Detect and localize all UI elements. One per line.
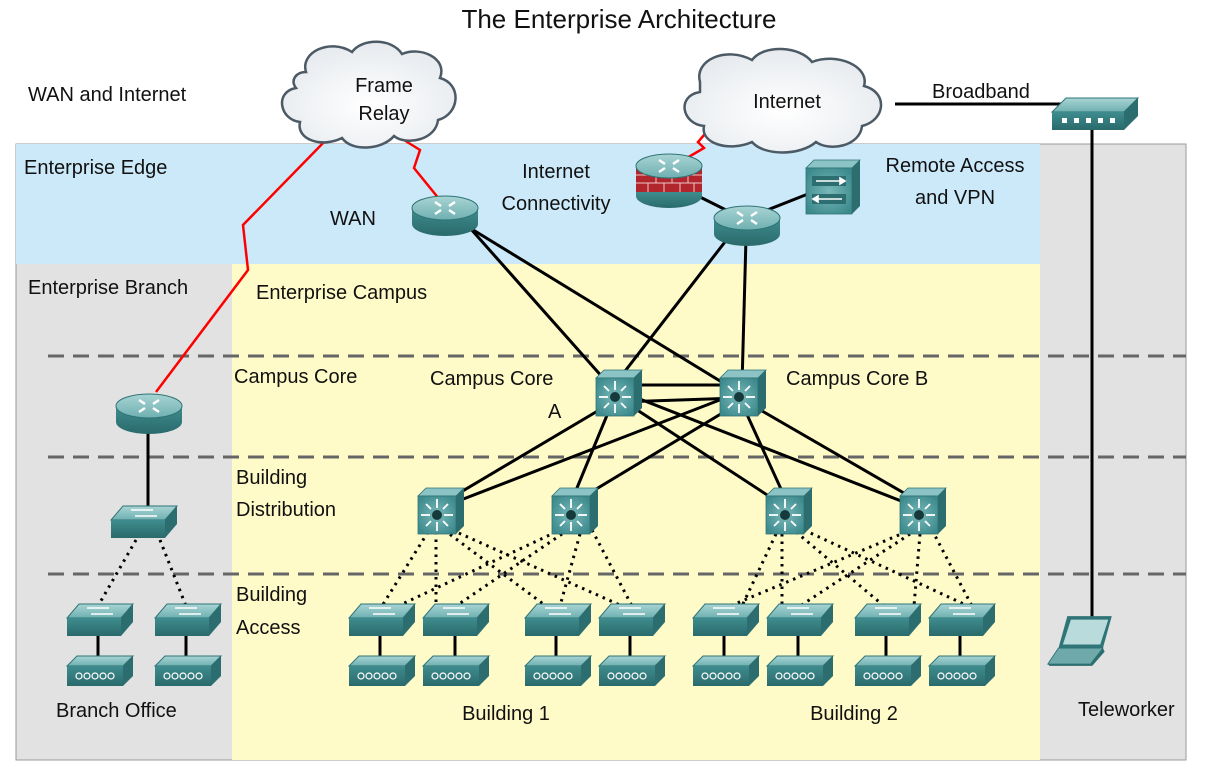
internet-cloud-label: Internet: [753, 91, 821, 113]
teleworker-label: Teleworker: [1078, 699, 1175, 721]
access-switch-icon: [854, 603, 922, 637]
branch-access-switch-icon: [154, 603, 222, 637]
branch-hub-icon: [66, 655, 134, 687]
enterprise-branch-zone-label: Enterprise Branch: [28, 277, 188, 299]
broadband-modem-icon: [1051, 97, 1139, 131]
access-switch-icon: [348, 603, 416, 637]
broadband-label: Broadband: [932, 81, 1030, 103]
building-distribution-label-line2: Distribution: [236, 499, 336, 521]
access-switch-icon: [422, 603, 490, 637]
branch-router-icon: [114, 392, 184, 436]
frame-relay-cloud: [280, 40, 457, 149]
network-links: [96, 102, 1094, 660]
campus-core-a-label-line2: A: [548, 401, 562, 423]
vpn-concentrator-icon: [805, 159, 861, 215]
internet-cloud: [683, 47, 883, 154]
branch-distribution-switch-icon: [110, 505, 178, 539]
enterprise-edge-zone-label: Enterprise Edge: [24, 157, 167, 179]
internet-connectivity-label-line1: Internet: [522, 161, 590, 183]
frame-relay-label-line2: Relay: [358, 103, 409, 125]
access-switch-icon: [766, 603, 834, 637]
building-hub-icon: [692, 655, 760, 687]
remote-access-label-line2: and VPN: [915, 187, 995, 209]
building-distribution-label-line1: Building: [236, 467, 307, 489]
internet-edge-router-icon: [712, 204, 782, 248]
building-hub-icon: [928, 655, 996, 687]
building-access-label-line1: Building: [236, 584, 307, 606]
building-access-label-line2: Access: [236, 617, 300, 639]
branch-hub-icon: [154, 655, 222, 687]
distribution-switch-icon: [551, 487, 599, 535]
access-switch-icon: [692, 603, 760, 637]
building-hub-icon: [598, 655, 666, 687]
wan-label: WAN: [330, 208, 376, 230]
frame-relay-label-line1: Frame: [355, 75, 413, 97]
campus-core-a-label-line1: Campus Core: [430, 368, 553, 390]
remote-access-label-line1: Remote Access: [886, 155, 1025, 177]
branch-office-label: Branch Office: [56, 700, 177, 722]
access-links: [96, 528, 974, 608]
wan-router-icon: [410, 194, 480, 238]
diagram-title: The Enterprise Architecture: [461, 4, 776, 34]
building-hub-icon: [854, 655, 922, 687]
campus-core-a-switch-icon: [595, 369, 643, 417]
wan-internet-zone-label: WAN and Internet: [28, 84, 187, 106]
branch-access-switch-icon: [66, 603, 134, 637]
building-2-label: Building 2: [810, 703, 898, 725]
access-switch-icon: [928, 603, 996, 637]
campus-core-b-switch-icon: [719, 369, 767, 417]
distribution-switch-icon: [417, 487, 465, 535]
campus-core-b-label: Campus Core B: [786, 368, 928, 390]
layer-dividers: [48, 354, 1186, 576]
access-switch-icon: [524, 603, 592, 637]
building-hub-icon: [766, 655, 834, 687]
firewall-router-icon: [634, 152, 704, 210]
distribution-switch-icon: [765, 487, 813, 535]
access-switch-icon: [598, 603, 666, 637]
building-hub-icon: [422, 655, 490, 687]
campus-core-layer-label: Campus Core: [234, 366, 357, 388]
building-hub-icon: [524, 655, 592, 687]
enterprise-edge-zone: [16, 144, 1040, 264]
enterprise-campus-zone-label: Enterprise Campus: [256, 282, 427, 304]
building-1-label: Building 1: [462, 703, 550, 725]
internet-connectivity-label-line2: Connectivity: [502, 193, 611, 215]
distribution-switch-icon: [899, 487, 947, 535]
building-hub-icon: [348, 655, 416, 687]
